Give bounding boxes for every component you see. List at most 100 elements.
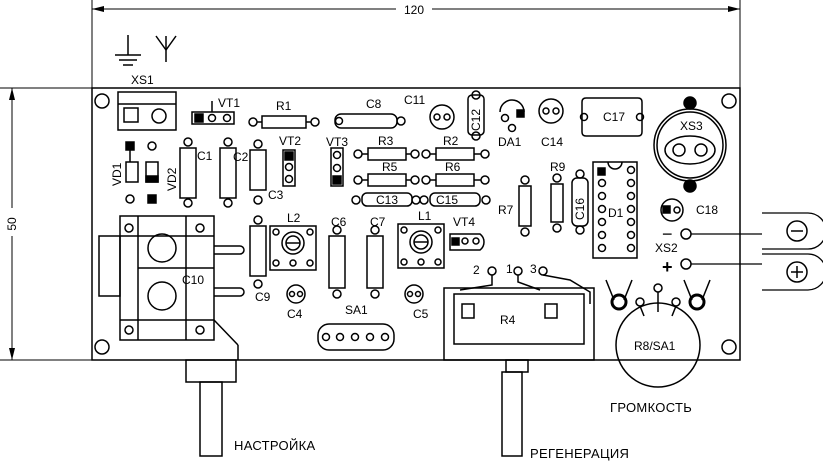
label-vd1: VD1 [110,162,124,186]
capacitor-c11 [429,104,455,130]
capacitor-c5 [404,284,424,304]
height-value: 50 [5,217,19,231]
connector-xs2 [680,228,692,270]
capacitor-c4 [286,284,306,304]
capacitor-c1 [179,137,197,208]
label-r8sa1: R8/SA1 [634,339,676,353]
label-c7: C7 [370,215,386,229]
label-da1: DA1 [498,135,522,149]
tuning-knob-shaft [185,359,237,457]
ground-icon [115,35,141,66]
label-pin3: 3 [530,262,537,276]
switch-sa1-pads [317,323,395,351]
label-r7: R7 [498,203,514,217]
label-r4: R4 [500,313,516,327]
ic-da1 [499,99,525,133]
capacitor-c7 [366,225,384,299]
transistor-vt4 [449,233,485,251]
label-vt4: VT4 [453,215,475,229]
capacitor-c16 [571,169,589,235]
label-r6: R6 [445,160,461,174]
battery-plus-icon [786,261,808,283]
label-c2: C2 [233,150,249,164]
label-c4: C4 [287,307,303,321]
antenna-icon [155,35,177,62]
caption-regeneration: РЕГЕНЕРАЦИЯ [530,446,629,461]
capacitor-c6 [328,225,346,299]
label-c3: C3 [268,188,284,202]
resistor-r6 [421,173,490,187]
label-c14: C14 [541,135,563,149]
tuning-capacitor-c10 [98,215,245,360]
label-c8: C8 [366,97,382,111]
diode-vd2 [145,141,159,204]
label-r9: R9 [550,160,566,174]
label-c13: C13 [376,193,398,207]
label-sa1: SA1 [345,303,368,317]
label-c17: C17 [603,110,625,124]
capacitor-c12 [467,90,485,141]
label-xs1: XS1 [131,73,154,87]
resistor-r9 [550,173,564,233]
label-c15: C15 [436,193,458,207]
label-c6: C6 [331,215,347,229]
connector-xs1 [117,91,177,131]
resistor-r5 [353,173,420,187]
resistor-r2 [421,147,490,161]
label-c11: C11 [404,93,425,107]
label-vt2: VT2 [279,134,301,148]
label-c9: C9 [255,290,271,304]
capacitor-c3 [249,139,267,205]
label-vt1: VT1 [218,96,240,110]
board-outline [91,87,741,361]
label-c10: C10 [182,273,204,287]
width-dimension: 120 [91,0,741,88]
label-vd2: VD2 [165,167,179,191]
label-c18: C18 [696,203,718,217]
resistor-r1 [248,115,320,129]
capacitor-c13 [351,192,421,207]
label-l2: L2 [287,211,301,225]
caption-volume: ГРОМКОСТЬ [610,400,692,415]
capacitor-c9 [249,215,267,289]
capacitor-c8 [334,113,406,129]
inductor-l1 [397,223,445,269]
resistor-r3 [353,147,420,161]
potentiometer-r8-sa1 [605,279,711,388]
height-dimension: 50 [0,87,92,361]
capacitor-c18 [660,198,684,222]
transistor-vt1 [191,101,235,125]
transistor-vt3 [330,147,344,187]
label-c5: C5 [413,307,429,321]
label-r5: R5 [382,160,398,174]
capacitor-c17 [579,97,645,137]
battery-minus-icon [786,220,808,242]
label-r3: R3 [378,134,394,148]
capacitor-c14 [538,98,564,124]
mounting-holes [94,93,737,355]
label-vt3: VT3 [326,135,348,149]
label-c1: C1 [197,149,213,163]
label-c16: C16 [573,198,587,220]
label-plus: + [662,257,673,277]
potentiometer-r4 [443,274,595,361]
ic-d1 [592,161,638,259]
diode-vd1 [125,141,139,204]
width-value: 120 [404,3,424,17]
capacitor-c2 [219,137,237,208]
battery-wires [691,212,823,291]
label-xs3: XS3 [680,119,703,133]
resistor-r7 [518,175,532,237]
label-l1: L1 [418,209,432,223]
connector-xs3 [653,96,727,193]
label-pin1: 1 [506,262,513,276]
label-pin2: 2 [473,263,480,277]
label-d1: D1 [608,206,624,220]
pin-markers-r4 [487,266,548,276]
label-xs2: XS2 [655,241,678,255]
caption-tuning: НАСТРОЙКА [234,438,315,453]
transistor-vt2 [282,149,296,187]
label-minus: − [662,224,673,244]
label-c12: C12 [469,109,483,131]
